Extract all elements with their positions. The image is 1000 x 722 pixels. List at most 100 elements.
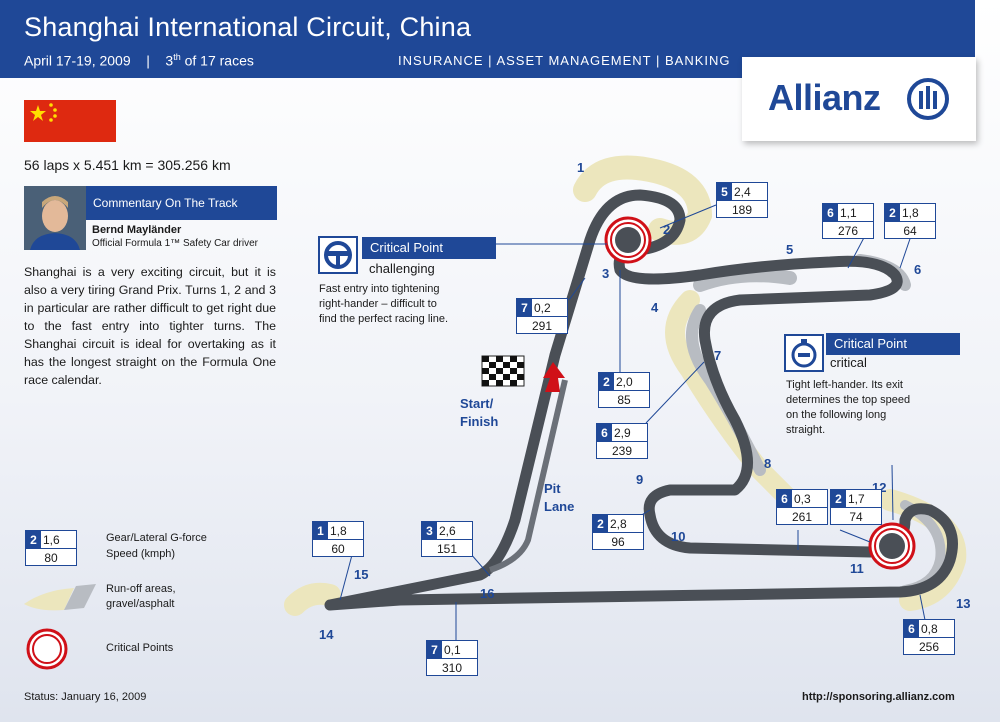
date-separator: | bbox=[146, 52, 150, 69]
corner-info-box: 3 2,6 151 bbox=[421, 521, 473, 557]
speed-value: 60 bbox=[313, 539, 363, 557]
runoff-area bbox=[693, 268, 797, 292]
commentary-heading: Commentary On The Track bbox=[86, 186, 277, 220]
pit-lane bbox=[489, 379, 568, 573]
critical-point-type: challenging bbox=[369, 261, 435, 276]
corner-info-box: 7 0,2 291 bbox=[516, 298, 568, 334]
critical-point-legend-icon bbox=[26, 628, 68, 670]
turn-number: 11 bbox=[850, 561, 864, 576]
critical-point-description: Tight left-hander. Its exit determines t… bbox=[786, 378, 910, 438]
speed-value: 96 bbox=[593, 532, 643, 550]
gear-value: 2 bbox=[831, 490, 846, 508]
turn-number: 13 bbox=[956, 596, 971, 611]
runoff-area bbox=[573, 155, 713, 245]
speed-value: 189 bbox=[717, 200, 767, 218]
g-force-value: 1,6 bbox=[43, 533, 60, 547]
g-force-value: 2,0 bbox=[616, 375, 633, 389]
corner-info-box: 2 2,0 85 bbox=[598, 372, 650, 408]
driver-role: Official Formula 1™ Safety Car driver bbox=[92, 238, 258, 249]
g-force-value: 2,9 bbox=[614, 426, 631, 440]
legend-runoff-label: Run-off areas, bbox=[106, 583, 176, 595]
description-line: straight. bbox=[786, 424, 826, 436]
corner-info-box: 2 1,7 74 bbox=[830, 489, 882, 525]
corner-info-box: 5 2,4 189 bbox=[716, 182, 768, 218]
corner-info-box: 6 0,3 261 bbox=[776, 489, 828, 525]
legend-runoff-label-2: gravel/asphalt bbox=[106, 598, 175, 610]
lane-label: Lane bbox=[544, 499, 575, 514]
header-banner: Shanghai International Circuit, China Ap… bbox=[0, 0, 975, 78]
description-line: Tight left-hander. Its exit bbox=[786, 379, 903, 391]
critical-point-title: Critical Point bbox=[826, 333, 960, 355]
turn-number: 2 bbox=[663, 222, 671, 237]
turn-number: 4 bbox=[651, 300, 659, 315]
sponsoring-link[interactable]: http://sponsoring.allianz.com bbox=[802, 691, 955, 703]
description-line: on the following long bbox=[786, 409, 887, 421]
g-force-value: 0,1 bbox=[444, 643, 461, 657]
page-title: Shanghai International Circuit, China bbox=[24, 12, 472, 42]
turn-number: 6 bbox=[914, 262, 922, 277]
g-force-value: 0,8 bbox=[921, 622, 938, 636]
gear-value: 7 bbox=[517, 299, 532, 317]
corner-info-box: 2 1,8 64 bbox=[884, 203, 936, 239]
pit-lane-label: Pit Lane bbox=[544, 480, 574, 516]
gear-value: 2 bbox=[26, 531, 41, 549]
description-line: right-hander – difficult to bbox=[319, 298, 437, 310]
critical-point-description: Fast entry into tightening right-hander … bbox=[319, 282, 448, 327]
speed-value: 310 bbox=[427, 658, 477, 676]
gear-value: 2 bbox=[593, 515, 608, 533]
gear-value: 2 bbox=[599, 373, 614, 391]
description-line: find the perfect racing line. bbox=[319, 313, 449, 325]
g-force-value: 2,4 bbox=[734, 185, 751, 199]
turn-number: 5 bbox=[786, 242, 794, 257]
g-force-value: 1,8 bbox=[330, 524, 347, 538]
turn-number: 15 bbox=[354, 567, 369, 582]
start-finish-label: Start/ Finish bbox=[460, 395, 498, 431]
gear-value: 5 bbox=[717, 183, 732, 201]
runoff-area bbox=[284, 582, 341, 616]
critical-point-title: Critical Point bbox=[362, 237, 496, 259]
commentary-text: Shanghai is a very exciting circuit, but… bbox=[24, 265, 276, 387]
turn-number: 14 bbox=[319, 627, 334, 642]
turn-number: 9 bbox=[636, 472, 644, 487]
race-number: 3 bbox=[165, 52, 174, 69]
gear-value: 3 bbox=[422, 522, 437, 540]
gear-value: 1 bbox=[313, 522, 328, 540]
runoff-legend-icon bbox=[24, 584, 96, 611]
gear-value: 6 bbox=[904, 620, 919, 638]
start-label: Start/ bbox=[460, 396, 494, 411]
speed-value: 291 bbox=[517, 316, 567, 334]
race-suffix: th bbox=[173, 52, 181, 62]
china-flag-icon bbox=[24, 100, 116, 142]
checkered-flag-icon bbox=[481, 355, 525, 387]
turn-number: 1 bbox=[577, 160, 585, 175]
legend-info-box: 2 1,6 80 bbox=[25, 530, 77, 566]
allianz-eagle-icon bbox=[907, 78, 949, 120]
logo-text: Allianz bbox=[768, 77, 881, 118]
runoff-area bbox=[665, 290, 800, 510]
driver-portrait-icon bbox=[24, 186, 86, 250]
gear-value: 6 bbox=[597, 424, 612, 442]
corner-info-box: 6 0,8 256 bbox=[903, 619, 955, 655]
finish-label: Finish bbox=[460, 414, 499, 429]
gear-value: 6 bbox=[823, 204, 838, 222]
event-date-line: April 17-19, 2009 | 3th of 17 races bbox=[24, 52, 254, 69]
legend-critical-label: Critical Points bbox=[106, 642, 174, 654]
speed-value: 261 bbox=[777, 507, 827, 525]
corner-info-box: 6 1,1 276 bbox=[822, 203, 874, 239]
stopwatch-icon bbox=[784, 334, 824, 372]
g-force-value: 1,1 bbox=[840, 206, 857, 220]
legend-speed-label: Speed (kmph) bbox=[106, 548, 176, 560]
g-force-value: 2,6 bbox=[439, 524, 456, 538]
critical-point-type: critical bbox=[830, 355, 867, 370]
speed-value: 80 bbox=[26, 548, 76, 566]
corner-info-box: 1 1,8 60 bbox=[312, 521, 364, 557]
driver-name: Bernd Mayländer bbox=[92, 224, 182, 236]
corner-info-box: 2 2,8 96 bbox=[592, 514, 644, 550]
steering-wheel-icon bbox=[318, 236, 358, 274]
allianz-logo[interactable]: Allianz bbox=[742, 57, 976, 141]
g-force-value: 1,7 bbox=[848, 492, 865, 506]
g-force-value: 1,8 bbox=[902, 206, 919, 220]
corner-info-box: 6 2,9 239 bbox=[596, 423, 648, 459]
